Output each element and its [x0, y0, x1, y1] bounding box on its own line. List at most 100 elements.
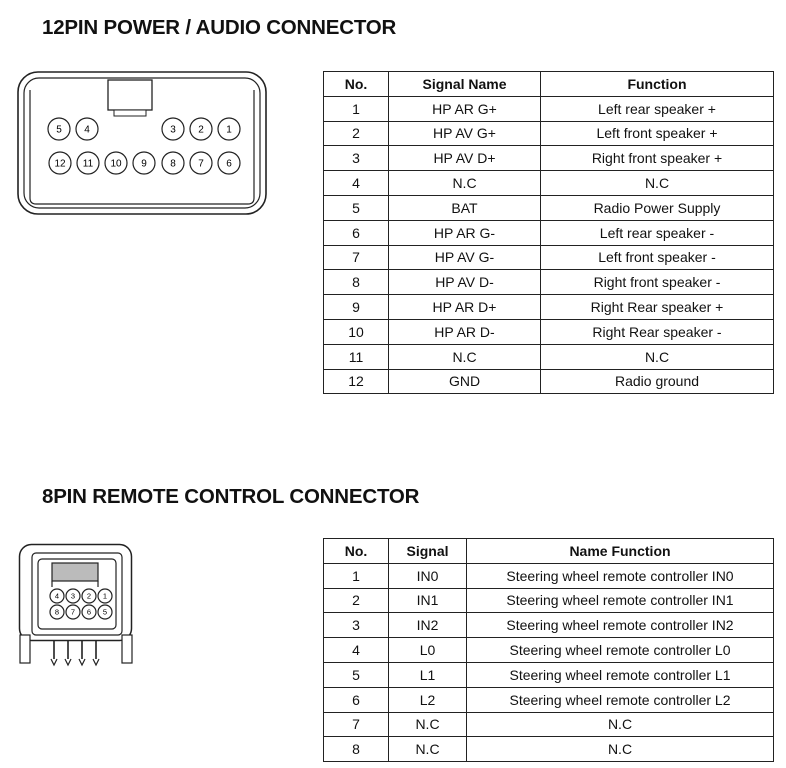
cell-signal-name: HP AV D+: [388, 145, 541, 172]
cell-pin-no: 9: [323, 294, 389, 320]
cell-signal: N.C: [388, 711, 467, 738]
12pin-pin-circle: [161, 117, 185, 141]
8pin-pin-circle: [97, 588, 113, 604]
12pin-pin-label: 9: [141, 159, 147, 170]
cell-pin-no: 10: [323, 318, 389, 345]
8pin-pin-circle: [81, 588, 97, 604]
8pin-pin-circle: [49, 604, 65, 620]
12pin-pin-circle: [161, 151, 185, 175]
cell-pin-no: 6: [323, 686, 389, 713]
8pin-pin-circle: [81, 604, 97, 620]
cell-signal-name: HP AV D-: [388, 269, 541, 296]
12pin-pin-circle: [189, 151, 213, 175]
12pin-pin-circle: [217, 117, 241, 141]
cell-pin-no: 1: [323, 562, 389, 589]
8pin-pin-circle: [49, 588, 65, 604]
column-header-signal: Signal: [388, 538, 467, 564]
cell-name-function: Steering wheel remote controller L0: [466, 637, 774, 663]
cell-signal-name: HP AR D+: [388, 294, 541, 320]
8pin-pin-label: 5: [103, 608, 107, 617]
12pin-pin-label: 1: [226, 125, 232, 136]
12pin-pin-label: 8: [170, 159, 176, 170]
column-header-no: No.: [323, 538, 389, 564]
12pin-pin-label: 7: [198, 159, 204, 170]
12pin-pin-circle: [132, 151, 156, 175]
12pin-pin-circle: [48, 151, 72, 175]
cell-function: Left front speaker -: [540, 244, 774, 271]
cell-pin-no: 5: [323, 194, 389, 221]
cell-signal: L2: [388, 686, 467, 713]
cell-name-function: N.C: [466, 736, 774, 763]
cell-function: Right front speaker +: [540, 145, 774, 172]
8pin-pin-label: 3: [71, 592, 75, 601]
table-header-row: No. Signal Name Function: [323, 538, 774, 564]
8pin-pin-circle: [97, 604, 113, 620]
cell-function: Radio Power Supply: [540, 194, 774, 221]
cell-name-function: Steering wheel remote controller L2: [466, 686, 774, 713]
column-header-no: No.: [323, 71, 389, 97]
12pin-pin-label: 4: [84, 125, 90, 136]
8pin-pin-circle: [65, 588, 81, 604]
cell-pin-no: 2: [323, 587, 389, 614]
8pin-pin-label: 1: [103, 592, 107, 601]
cell-signal-name: HP AV G+: [388, 120, 541, 147]
12pin-pin-label: 3: [170, 125, 176, 136]
cell-function: Right front speaker -: [540, 269, 774, 296]
cell-name-function: Steering wheel remote controller IN2: [466, 612, 774, 639]
cell-pin-no: 2: [323, 120, 389, 147]
section-title-12pin: 12PIN POWER / AUDIO CONNECTOR: [42, 16, 397, 39]
cell-signal-name: GND: [388, 368, 541, 395]
12pin-pin-label: 11: [83, 159, 94, 170]
12pin-pin-label: 2: [198, 125, 204, 136]
cell-signal-name: HP AV G-: [388, 244, 541, 271]
cell-pin-no: 12: [323, 368, 389, 395]
8pin-pin-circle: [65, 604, 81, 620]
cell-function: Radio ground: [540, 368, 774, 395]
cell-function: Left rear speaker -: [540, 219, 774, 246]
12pin-pin-label: 6: [226, 159, 232, 170]
cell-signal: IN2: [388, 612, 467, 639]
section-title-8pin: 8PIN REMOTE CONTROL CONNECTOR: [42, 485, 420, 508]
cell-name-function: Steering wheel remote controller L1: [466, 661, 774, 688]
cell-function: Left rear speaker +: [540, 95, 774, 122]
column-header-signal-name: Signal Name: [388, 71, 541, 97]
cell-signal-name: HP AR D-: [388, 318, 541, 345]
12pin-pin-circle: [76, 151, 100, 175]
cell-name-function: N.C: [466, 711, 774, 738]
8pin-pin-label: 8: [55, 608, 59, 617]
cell-pin-no: 3: [323, 145, 389, 172]
cell-pin-no: 4: [323, 637, 389, 663]
12pin-pin-circle: [104, 151, 128, 175]
table-header-row: No. Signal Name Function: [323, 71, 774, 97]
cell-signal: L1: [388, 661, 467, 688]
cell-signal: IN1: [388, 587, 467, 614]
cell-pin-no: 7: [323, 711, 389, 738]
cell-pin-no: 3: [323, 612, 389, 639]
12pin-pin-circle: [75, 117, 99, 141]
cell-pin-no: 8: [323, 269, 389, 296]
cell-function: N.C: [540, 343, 774, 370]
8pin-pin-label: 6: [87, 608, 91, 617]
12pin-pin-label: 5: [56, 125, 62, 136]
cell-signal-name: BAT: [388, 194, 541, 221]
cell-pin-no: 6: [323, 219, 389, 246]
